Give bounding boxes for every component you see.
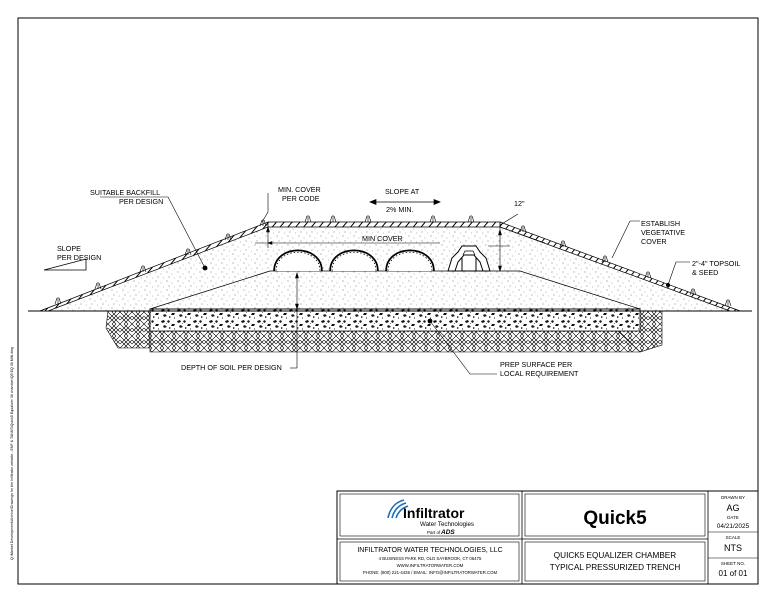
label-backfill-2: PER DESIGN (119, 197, 163, 206)
prep-surface-layer (149, 308, 641, 332)
backfill-marker (202, 265, 208, 271)
sheet-value: 01 of 01 (719, 569, 748, 578)
drawing-title-line2: TYPICAL PRESSURIZED TRENCH (550, 563, 681, 572)
topsoil-marker (666, 283, 670, 287)
label-establish-2: VEGETATIVE (641, 228, 685, 237)
chamber-1 (273, 249, 323, 272)
logo-sub: Water Technologies (420, 521, 474, 528)
drawn-by-label: DRAWN BY (721, 495, 745, 500)
chamber-end-view (447, 245, 491, 272)
logo-swoosh-icon (387, 499, 409, 519)
label-slope-design-1: SLOPE (57, 244, 81, 253)
company-address: 4 BUSINESS PARK RD, OLD SAYBROOK, CT 064… (379, 556, 482, 561)
label-backfill-1: SUITABLE BACKFILL (90, 188, 160, 197)
label-topsoil-2: & SEED (692, 268, 718, 277)
infiltrator-logo: Infiltrator Water Technologies Part of A… (387, 499, 474, 536)
slope-triangle-icon (43, 258, 87, 271)
scale-value: NTS (724, 543, 742, 553)
depth-soil-dimension (290, 271, 299, 369)
logo-part-of: Part of (427, 530, 441, 535)
label-min-cover-code-1: MIN. COVER (278, 185, 321, 194)
native-soil-left (105, 310, 151, 349)
topsoil-band-right (499, 221, 741, 312)
label-twelve-in: 12" (514, 199, 525, 208)
label-topsoil-1: 2"-4" TOPSOIL (692, 259, 740, 268)
prep-marker (427, 318, 433, 324)
trench-cross-section (28, 193, 752, 375)
company-name: INFILTRATOR WATER TECHNOLOGIES, LLC (357, 547, 502, 554)
date-label: DATE (727, 515, 739, 520)
drawing-title-line1: QUICK5 EQUALIZER CHAMBER (554, 551, 676, 560)
chamber-3 (385, 249, 435, 272)
drawn-by-value: AG (726, 503, 739, 513)
grass-tufts (54, 215, 732, 307)
company-contact: PHONE: (800) 221-4436 / EMAIL: INFO@INFI… (363, 570, 498, 575)
label-prep-surface-2: LOCAL REQUIREMENT (500, 369, 579, 378)
chamber-2 (329, 249, 379, 272)
company-website: WWW.INFILTRATORWATER.COM (397, 563, 464, 568)
file-path-note: Q:\Market Development\Archive\Drawings f… (10, 347, 14, 560)
label-slope-at-1: SLOPE AT (385, 187, 420, 196)
product-logo: Quick5 (583, 508, 647, 529)
label-prep-surface-1: PREP SURFACE PER (500, 360, 572, 369)
label-min-cover: MIN COVER (362, 234, 403, 243)
scale-label: SCALE (726, 535, 741, 540)
label-establish-1: ESTABLISH (641, 219, 680, 228)
native-soil-bottom (149, 330, 641, 353)
leader-lines (100, 193, 690, 375)
slope-arrow (369, 198, 441, 206)
label-depth-soil: DEPTH OF SOIL PER DESIGN (181, 363, 282, 372)
label-establish-3: COVER (641, 237, 667, 246)
label-slope-design-2: PER DESIGN (57, 253, 101, 262)
topsoil-band-top (267, 221, 501, 228)
sheet-label: SHEET NO. (721, 561, 745, 566)
date-value: 04/21/2025 (717, 523, 750, 530)
min-cover-dimension (255, 213, 546, 273)
label-slope-at-2: 2% MIN. (386, 205, 414, 214)
title-block (336, 490, 759, 585)
label-min-cover-code-2: PER CODE (282, 194, 320, 203)
logo-name: Infiltrator (403, 505, 465, 521)
logo-ads: ADS (440, 529, 455, 536)
